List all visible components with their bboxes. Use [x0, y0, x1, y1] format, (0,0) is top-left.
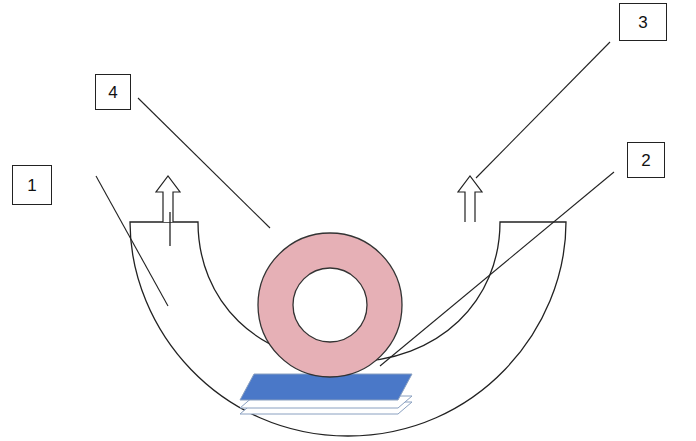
flow-arrow — [156, 176, 180, 222]
ring-hole — [293, 268, 367, 342]
pink-ring — [258, 233, 402, 377]
leader-line — [380, 172, 614, 366]
callout-number: 3 — [638, 14, 647, 31]
leader-line — [96, 176, 168, 306]
callout-box: 3 — [619, 3, 667, 41]
callout-number: 1 — [27, 177, 36, 194]
callout-box: 2 — [627, 142, 665, 178]
leader-line — [476, 42, 610, 178]
leader-line — [138, 98, 270, 228]
blue-plate — [240, 374, 412, 400]
callout-box: 1 — [12, 165, 52, 205]
callout-box: 4 — [95, 74, 131, 110]
u-tube — [130, 222, 566, 436]
flow-arrow — [458, 176, 482, 222]
flow-mark — [169, 212, 170, 246]
callout-number: 2 — [641, 152, 650, 169]
callout-number: 4 — [108, 84, 117, 101]
